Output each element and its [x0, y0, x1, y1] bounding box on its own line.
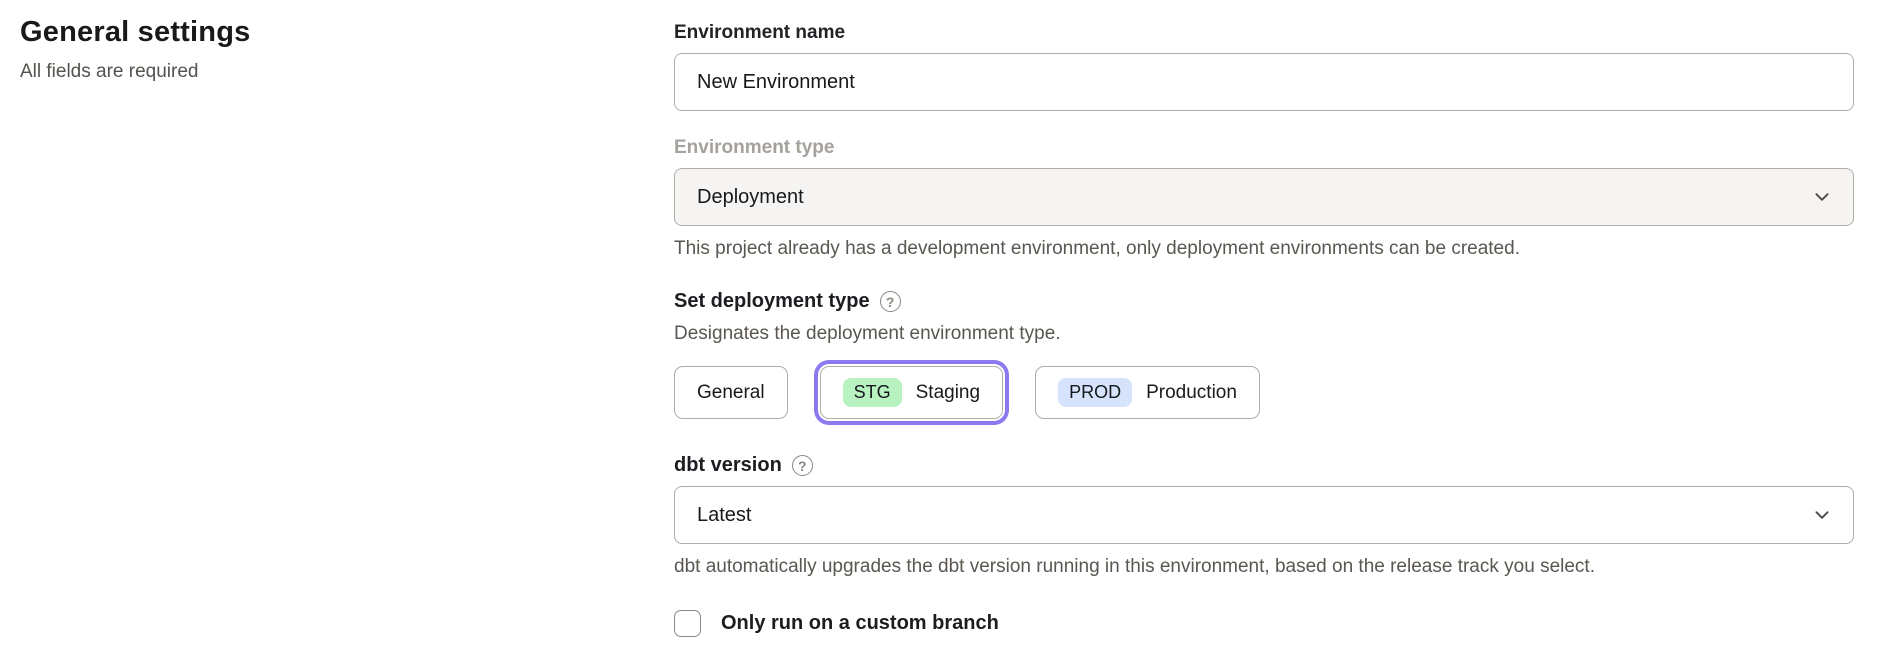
dbt-version-helper: dbt automatically upgrades the dbt versi…	[674, 556, 1595, 577]
staging-badge: STG	[842, 378, 902, 407]
dbt-version-value: Latest	[697, 503, 752, 526]
custom-branch-label: Only run on a custom branch	[721, 612, 999, 634]
deployment-type-general-label: General	[697, 381, 765, 403]
question-circle-icon[interactable]: ?	[791, 455, 813, 476]
deployment-type-options: General STG Staging PROD Production	[674, 361, 1854, 424]
custom-branch-checkbox[interactable]	[674, 610, 701, 637]
production-badge: PROD	[1058, 378, 1133, 407]
environment-type-helper: This project already has a development e…	[674, 238, 1520, 259]
page-title: General settings	[20, 16, 251, 48]
environment-type-value: Deployment	[697, 185, 804, 208]
dbt-version-section-title: dbt version ?	[674, 454, 1854, 477]
deployment-type-description: Designates the deployment environment ty…	[674, 323, 1061, 344]
deployment-type-staging-label: Staging	[915, 381, 981, 403]
page-subtitle: All fields are required	[20, 61, 199, 82]
environment-settings-form: Environment name Environment type Deploy…	[674, 0, 1854, 637]
deployment-type-section-title: Set deployment type ?	[674, 290, 1854, 313]
settings-header: General settings All fields are required	[20, 16, 620, 83]
environment-type-select[interactable]: Deployment	[674, 168, 1854, 226]
deployment-type-general-button[interactable]: General	[674, 366, 788, 419]
environment-name-label: Environment name	[674, 22, 846, 43]
environment-name-input[interactable]	[674, 53, 1854, 111]
deployment-type-label: Set deployment type	[674, 290, 870, 312]
deployment-type-production-button[interactable]: PROD Production	[1035, 366, 1260, 419]
dbt-version-label: dbt version	[674, 454, 782, 476]
chevron-down-icon	[1813, 188, 1831, 206]
dbt-version-select[interactable]: Latest	[674, 486, 1854, 544]
question-circle-icon[interactable]: ?	[879, 291, 901, 312]
environment-type-label: Environment type	[674, 137, 835, 158]
chevron-down-icon	[1813, 506, 1831, 524]
deployment-type-production-label: Production	[1146, 381, 1237, 403]
deployment-type-staging-button[interactable]: STG Staging	[819, 366, 1004, 419]
custom-branch-row: Only run on a custom branch	[674, 610, 1854, 637]
